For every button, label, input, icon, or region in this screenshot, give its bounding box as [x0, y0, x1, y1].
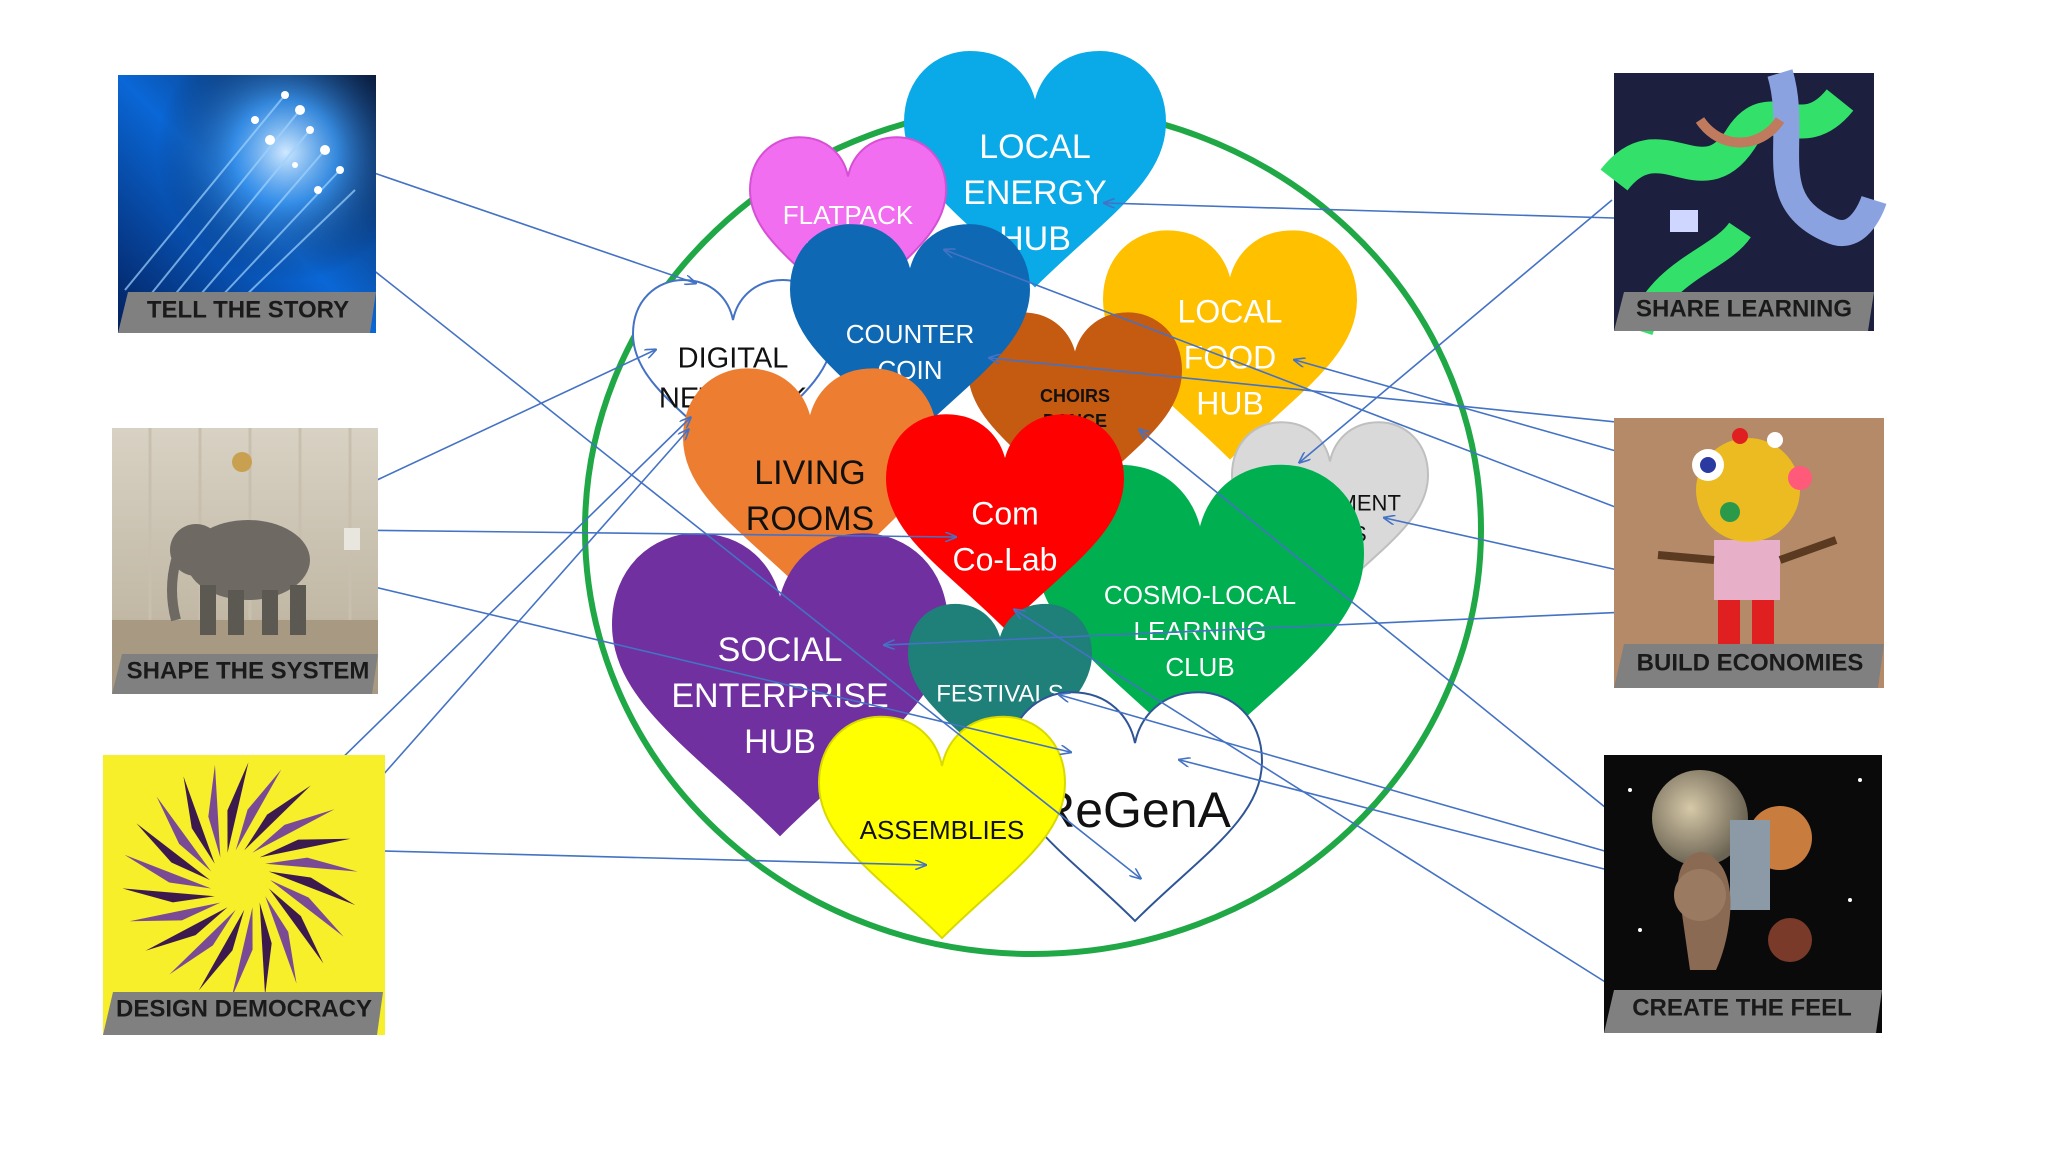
heart-label-social-enterprise-line3: HUB	[744, 723, 816, 761]
heart-label-com-colab-line1: Com	[971, 495, 1039, 531]
tile-label-shape-the-system: SHAPE THE SYSTEM	[127, 657, 370, 684]
connector-arrow	[1385, 518, 1640, 575]
heart-label-assemblies-line1: ASSEMBLIES	[860, 815, 1025, 845]
heart-label-counter-coin-line1: COUNTER	[846, 319, 975, 349]
connector-arrow	[1105, 203, 1614, 218]
heart-label-choirs-line1: CHOIRS	[1040, 386, 1110, 406]
heart-label-local-energy-line2: ENERGY	[963, 174, 1107, 212]
tile-share-learning: SHARE LEARNING	[1614, 73, 1874, 331]
tile-build-economies: BUILD ECONOMIES	[1614, 418, 1884, 688]
heart-label-local-food-line2: FOOD	[1184, 339, 1276, 375]
connector-arrow	[345, 850, 925, 865]
tile-tell-the-story: TELL THE STORY	[118, 75, 376, 333]
heart-label-local-food-line3: HUB	[1196, 385, 1264, 421]
heart-assemblies: ASSEMBLIES	[819, 717, 1065, 938]
connector-arrow	[345, 350, 655, 495]
tile-label-share-learning: SHARE LEARNING	[1636, 295, 1852, 322]
heart-label-local-food-line1: LOCAL	[1178, 293, 1283, 329]
chandelier-icon	[232, 452, 252, 472]
heart-label-local-energy-line1: LOCAL	[979, 128, 1091, 166]
tile-label-tell-the-story: TELL THE STORY	[147, 296, 349, 323]
tile-shape-the-system: SHAPE THE SYSTEM	[112, 428, 378, 694]
heart-label-cosmo-local-line1: COSMO-LOCAL	[1104, 580, 1296, 610]
tile-label-create-the-feel: CREATE THE FEEL	[1632, 994, 1852, 1021]
heart-label-regena-line1: ReGenA	[1039, 782, 1231, 838]
tile-create-the-feel: CREATE THE FEEL	[1604, 755, 1882, 1033]
connector-arrow	[345, 163, 695, 283]
hearts-layer: LOCALENERGYHUBFLATPACKINDIESDIGITALNETWO…	[613, 52, 1428, 938]
heart-label-living-rooms-line2: ROOMS	[746, 500, 874, 538]
tile-design-democracy: DESIGN DEMOCRACY	[103, 755, 385, 1035]
heart-label-cosmo-local-line3: CLUB	[1165, 652, 1234, 682]
heart-label-com-colab-line2: Co-Lab	[953, 541, 1058, 577]
heart-label-living-rooms-line1: LIVING	[754, 454, 865, 492]
tile-label-design-democracy: DESIGN DEMOCRACY	[116, 995, 372, 1022]
heart-label-social-enterprise-line1: SOCIAL	[718, 631, 843, 669]
tile-label-build-economies: BUILD ECONOMIES	[1637, 649, 1864, 676]
